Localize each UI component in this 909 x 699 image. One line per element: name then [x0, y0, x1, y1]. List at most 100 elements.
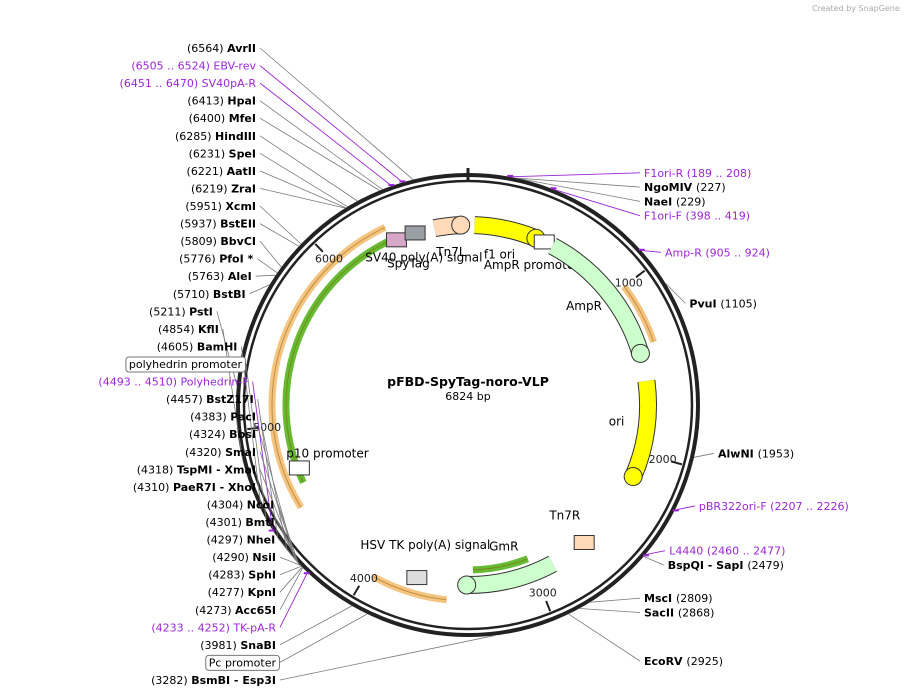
- feature-ampr[interactable]: AmpR: [548, 238, 650, 363]
- site-msci[interactable]: MscI (2809): [590, 592, 713, 605]
- site-alei[interactable]: (5763) AleI: [188, 270, 276, 283]
- site-zrai[interactable]: (6219) ZraI: [191, 182, 346, 209]
- site-text: (5211) PstI: [149, 305, 213, 318]
- feature-sv40-poly-a-signal[interactable]: SV40 poly(A) signal: [365, 225, 482, 265]
- site-labels: (6564) AvrII (6505 .. 6524) EBV-rev (6451 …: [98, 42, 848, 687]
- feature-ori[interactable]: ori: [609, 379, 658, 487]
- site-text: F1ori-R (189 .. 208): [644, 167, 751, 180]
- site-name: ZraI: [231, 182, 256, 195]
- site-paer7i-xhoi[interactable]: (4310) PaeR7I - XhoI: [133, 481, 298, 563]
- site-text: EcoRV (2925): [644, 655, 723, 668]
- site-bsmbi-esp3i[interactable]: (3282) BsmBI - Esp3I: [151, 634, 496, 687]
- site-ngomiv[interactable]: NgoMIV (227): [516, 177, 726, 194]
- tick-label-3000: 3000: [529, 587, 557, 600]
- site-ebv-rev[interactable]: (6505 .. 6524) EBV-rev: [131, 60, 406, 183]
- site-hpai[interactable]: (6413) HpaI: [187, 95, 383, 190]
- leader-line: [259, 170, 346, 209]
- site-name: AlwNI: [718, 447, 758, 460]
- site-text: (4318) TspMI - XmaI: [137, 463, 256, 476]
- leader-line: [279, 565, 302, 576]
- site-pc-promoter[interactable]: Pc promoter: [205, 613, 368, 671]
- site-text: (4301) BmtI: [205, 516, 274, 529]
- site-sacii[interactable]: SacII (2868): [579, 607, 714, 620]
- site-bsteii[interactable]: (5937) BstEII: [180, 218, 300, 247]
- site-text: (6564) AvrII: [187, 42, 256, 55]
- site-xcmi[interactable]: (5951) XcmI: [185, 200, 302, 245]
- leader-line: [590, 597, 641, 603]
- site-text: PvuI (1105): [689, 297, 757, 310]
- site-bbsi[interactable]: (4324) BbsI: [189, 428, 296, 561]
- site-coord: (229): [676, 195, 706, 208]
- site-naei[interactable]: NaeI (229): [516, 177, 706, 208]
- site-coord: (4297): [207, 534, 247, 547]
- leader-line: [259, 434, 296, 561]
- site-sv40pa-r[interactable]: (6451 .. 6470) SV40pA-R: [120, 77, 395, 187]
- site-smai[interactable]: (4320) SmaI: [185, 446, 297, 561]
- site-coord: (2809): [676, 592, 713, 605]
- site-bbvci[interactable]: (5809) BbvCI: [180, 235, 282, 268]
- feature-label: AmpR promoter: [484, 258, 579, 272]
- site-text: (6505 .. 6524) EBV-rev: [131, 60, 256, 73]
- site-l4440[interactable]: L4440 (2460 .. 2477): [642, 545, 785, 558]
- feature-arrowhead: [451, 215, 471, 235]
- site-name: polyhedrin promoter: [129, 358, 243, 371]
- feature-p10-promoter[interactable]: p10 promoter: [286, 447, 369, 476]
- site-bmti[interactable]: (4301) BmtI: [205, 516, 299, 564]
- site-tk-pa-r[interactable]: (4233 .. 4252) TK-pA-R: [151, 572, 310, 635]
- leader-line: [665, 282, 686, 304]
- site-ecorv[interactable]: EcoRV (2925): [568, 613, 723, 668]
- site-nsii[interactable]: (4290) NsiI: [212, 551, 301, 566]
- leader-line: [568, 613, 641, 662]
- site-text: (6413) HpaI: [187, 95, 256, 108]
- feature-tn7r[interactable]: Tn7R: [548, 509, 595, 550]
- site-kpni[interactable]: (4277) KpnI: [208, 566, 303, 599]
- site-bstbi[interactable]: (5710) BstBI: [173, 284, 270, 301]
- site-bstz17i[interactable]: (4457) BstZ17I: [166, 393, 279, 538]
- leader-line: [259, 100, 383, 190]
- site-avrii[interactable]: (6564) AvrII: [187, 42, 414, 180]
- feature-hsv-tk-poly-a-signal[interactable]: HSV TK poly(A) signal: [360, 538, 490, 586]
- site-tspmi-xmai[interactable]: (4318) TspMI - XmaI: [137, 463, 297, 562]
- site-name: SnaBI: [240, 639, 276, 652]
- site-polyhedrin-f[interactable]: (4493 .. 4510) Polyhedrin-F: [98, 376, 275, 532]
- site-mfei[interactable]: (6400) MfeI: [189, 112, 380, 191]
- site-text: (5710) BstBI: [173, 288, 246, 301]
- site-text: (4277) KpnI: [208, 586, 276, 599]
- site-acc65i[interactable]: (4273) Acc65I: [195, 567, 304, 617]
- site-bspqi-sapi[interactable]: BspQI - SapI (2479): [643, 556, 784, 573]
- feature-tn7l[interactable]: Tn7L: [432, 215, 471, 259]
- site-alwni[interactable]: AlwNI (1953): [693, 447, 794, 460]
- site-snabi[interactable]: (3981) SnaBI: [200, 605, 353, 652]
- site-kfli[interactable]: (4854) KflI: [158, 323, 244, 461]
- leader-line: [279, 567, 304, 610]
- site-pbr322ori-f[interactable]: pBR322ori-F (2207 .. 2226): [672, 500, 849, 513]
- leader-line: [693, 452, 715, 458]
- site-name: HindIII: [215, 130, 256, 143]
- site-text: (4233 .. 4252) TK-pA-R: [151, 621, 276, 634]
- site-spei[interactable]: (6231) SpeI: [189, 147, 348, 208]
- feature-box: [533, 234, 555, 250]
- tick-label-2000: 2000: [649, 453, 677, 466]
- feature-f1-ori[interactable]: f1 ori: [474, 216, 546, 261]
- site-psti[interactable]: (5211) PstI: [149, 305, 238, 386]
- site-aatii[interactable]: (6221) AatII: [187, 165, 346, 209]
- feature-box: [385, 232, 407, 248]
- site-amp-r[interactable]: Amp-R (905 .. 924): [638, 246, 770, 259]
- site-bamhi[interactable]: (4605) BamHI: [157, 340, 262, 511]
- leader-line: [216, 311, 238, 386]
- site-hindiii[interactable]: (6285) HindIII: [175, 130, 358, 202]
- feature-ampr-promoter[interactable]: AmpR promoter: [484, 234, 579, 272]
- site-name: NsiI: [252, 551, 276, 564]
- site-f1ori-f[interactable]: F1ori-F (398 .. 419): [550, 187, 750, 223]
- site-text: (4457) BstZ17I: [166, 393, 254, 406]
- feature-gmr[interactable]: GmR: [457, 540, 557, 595]
- site-pfoi-[interactable]: (5776) PfoI *: [179, 253, 278, 274]
- site-nhei[interactable]: (4297) NheI: [207, 534, 300, 565]
- site-sphi[interactable]: (4283) SphI: [208, 565, 302, 582]
- site-pvui[interactable]: PvuI (1105): [665, 282, 757, 310]
- site-paci[interactable]: (4383) PacI: [190, 411, 288, 551]
- site-text: SacII (2868): [644, 607, 714, 620]
- site-f1ori-r[interactable]: F1ori-R (189 .. 208): [507, 167, 751, 180]
- site-ncoi[interactable]: (4304) NcoI: [207, 498, 299, 564]
- leader-line: [510, 172, 641, 178]
